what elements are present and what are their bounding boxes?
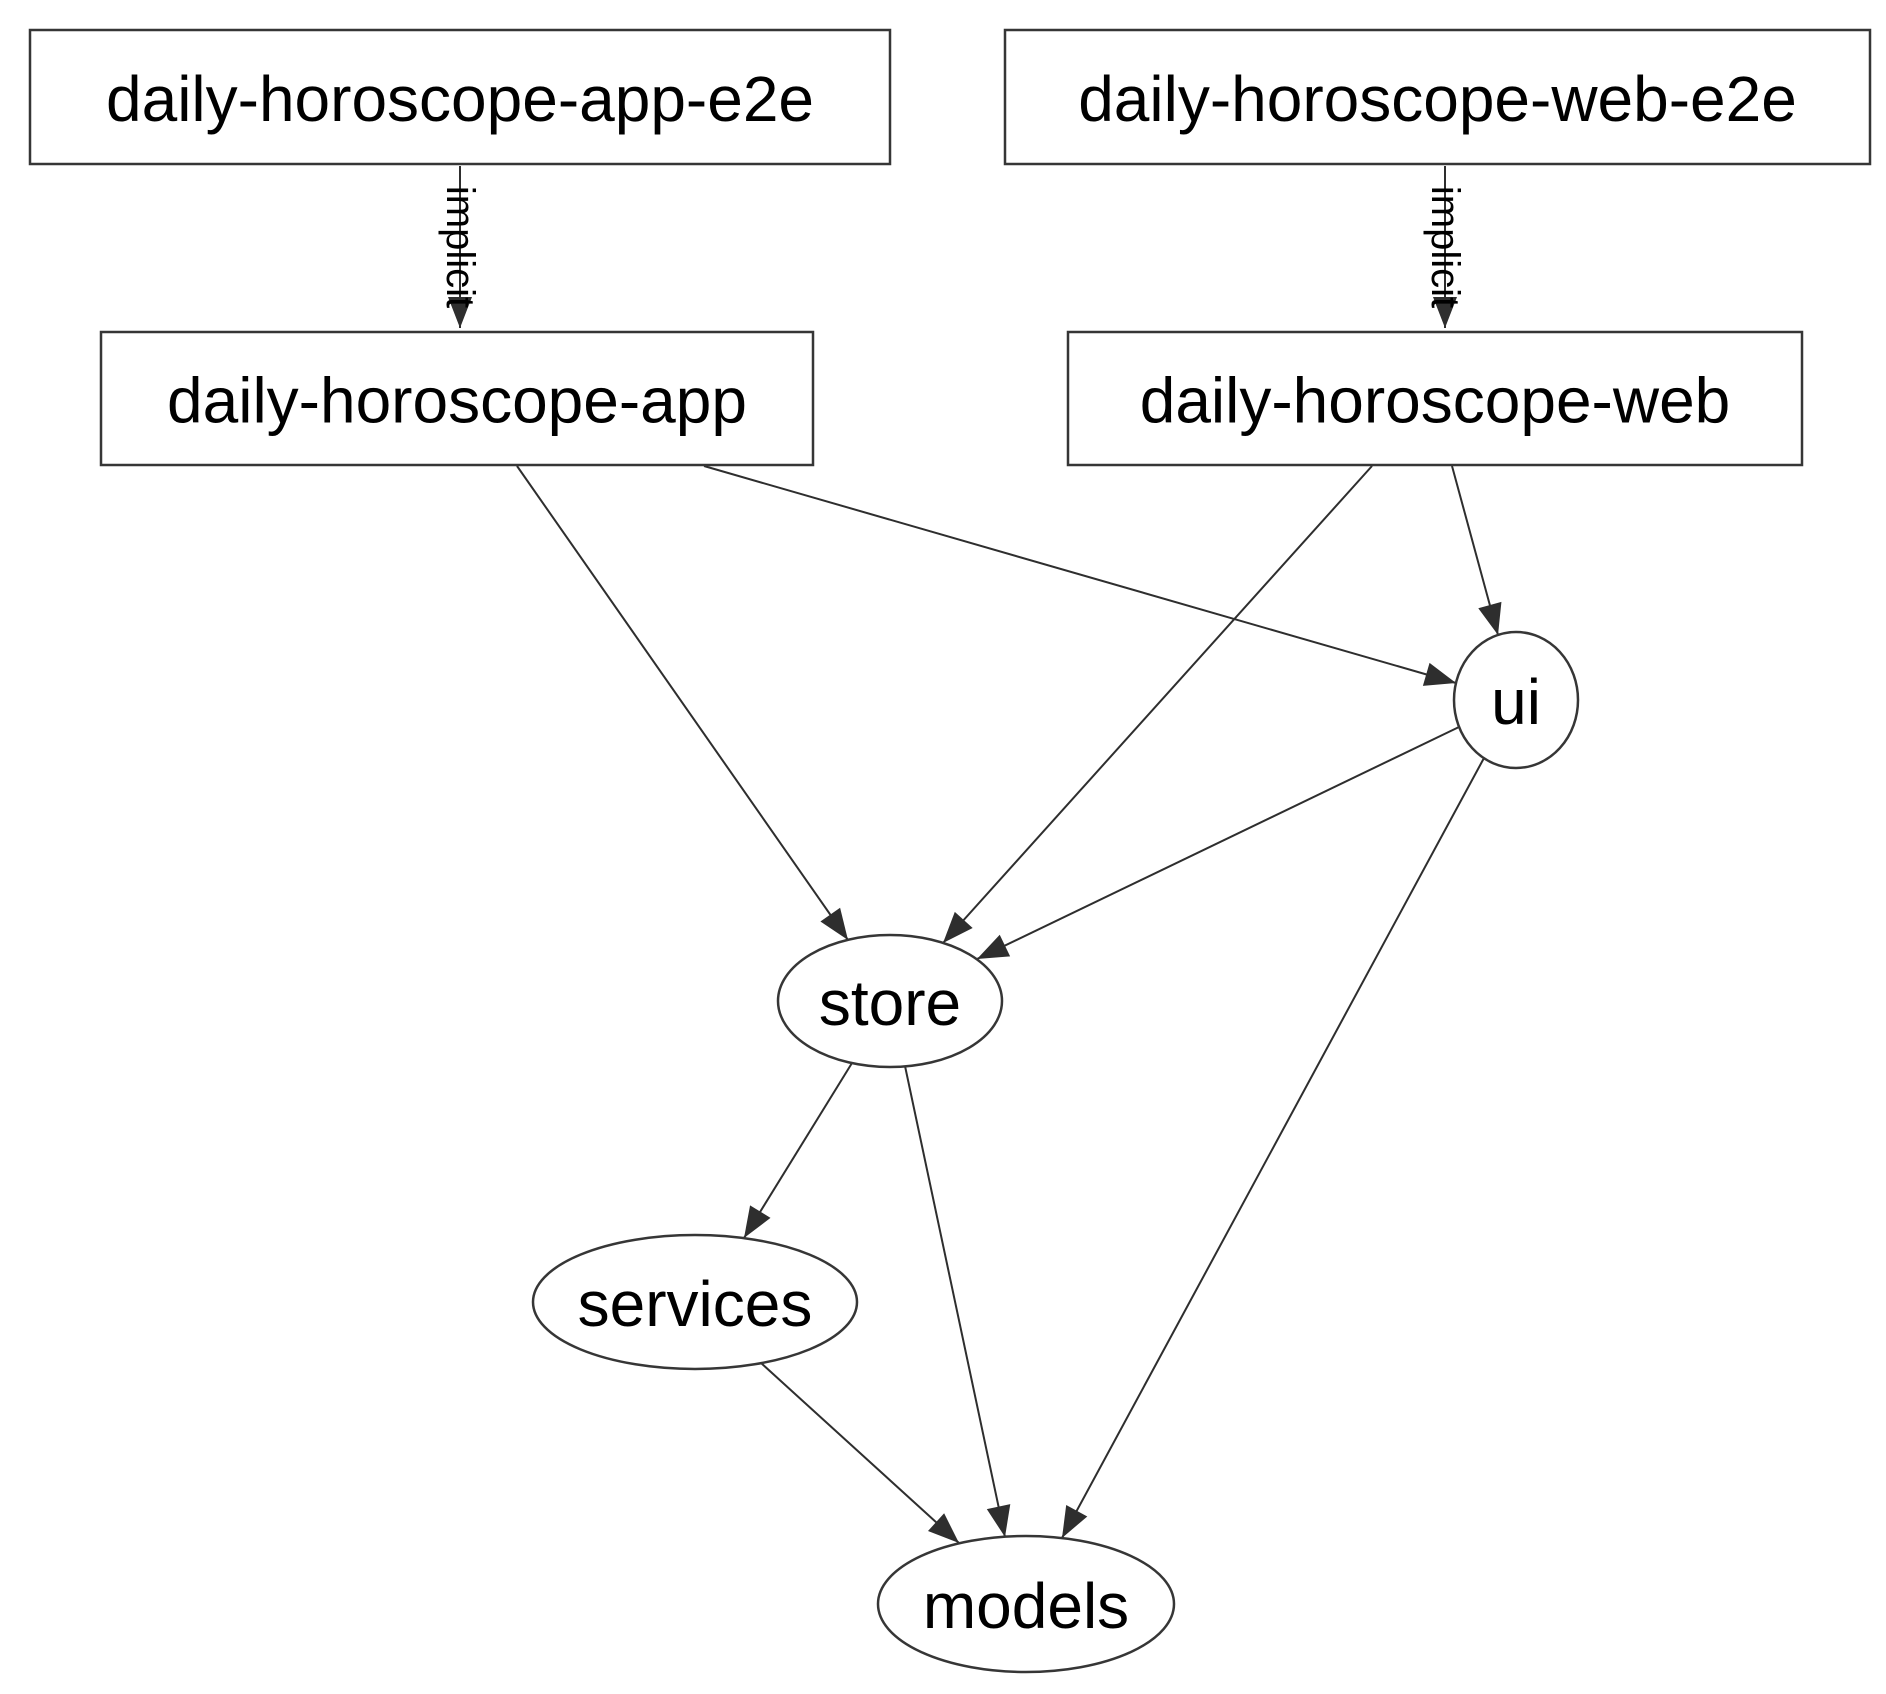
edges-layer: implicit implicit <box>438 166 1502 1544</box>
edge-store-to-models <box>904 1065 1011 1538</box>
node-label-models: models <box>923 1570 1129 1642</box>
edge-daily-horoscope-app-to-ui <box>703 465 1457 686</box>
node-label-daily-horoscope-app: daily-horoscope-app <box>167 365 747 437</box>
node-daily-horoscope-app <box>99 330 815 467</box>
node-store <box>776 933 1004 1069</box>
node-label-daily-horoscope-web: daily-horoscope-web <box>1140 365 1731 437</box>
node-label-services: services <box>578 1268 813 1340</box>
edge-daily-horoscope-app-to-store <box>516 465 849 941</box>
node-ui <box>1452 630 1580 770</box>
node-models <box>876 1534 1176 1674</box>
node-services <box>531 1233 859 1371</box>
edge-ui-to-store <box>976 726 1460 960</box>
edge-daily-horoscope-web-to-ui <box>1451 465 1502 636</box>
edge-label-daily-horoscope-app-e2e-to-daily-horoscope-app: implicit <box>438 186 482 308</box>
nodes-layer: daily-horoscope-app-e2e daily-horoscope-w… <box>28 28 1872 1674</box>
node-daily-horoscope-web-e2e <box>1003 28 1872 166</box>
node-daily-horoscope-web <box>1066 330 1804 467</box>
edge-ui-to-models <box>1061 757 1485 1539</box>
edge-store-to-services <box>743 1062 853 1239</box>
node-label-store: store <box>819 967 961 1039</box>
node-label-ui: ui <box>1491 666 1541 738</box>
node-label-daily-horoscope-app-e2e: daily-horoscope-app-e2e <box>106 63 814 135</box>
edge-services-to-models <box>760 1362 960 1544</box>
edge-label-daily-horoscope-web-e2e-to-daily-horoscope-web: implicit <box>1423 186 1467 308</box>
edge-daily-horoscope-web-to-store <box>942 465 1373 944</box>
node-label-daily-horoscope-web-e2e: daily-horoscope-web-e2e <box>1078 63 1797 135</box>
node-daily-horoscope-app-e2e <box>28 28 892 166</box>
